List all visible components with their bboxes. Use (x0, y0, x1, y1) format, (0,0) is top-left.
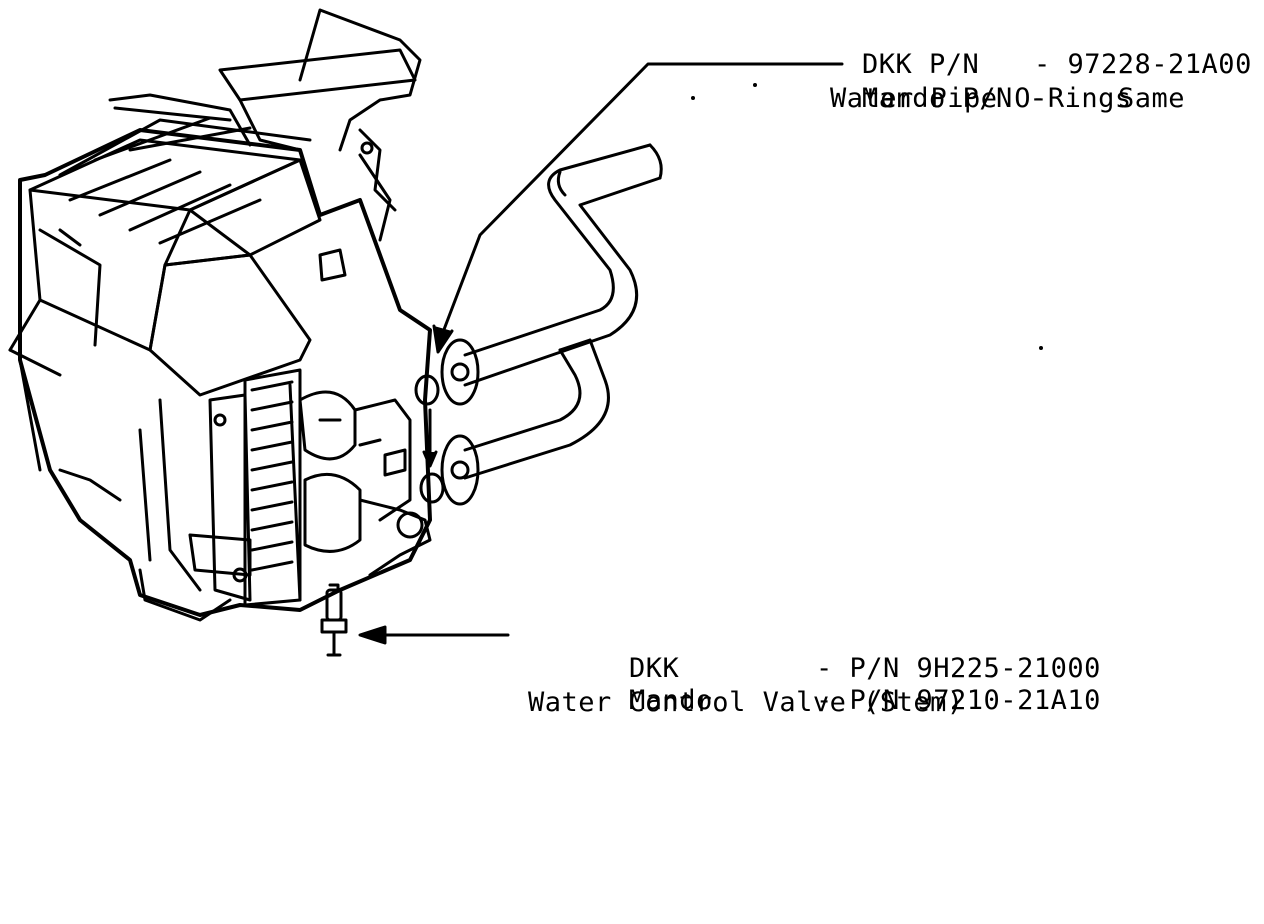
valve-stem (320, 583, 348, 657)
valve-stem-callout-title: Water Control Valve (Stem) (528, 687, 964, 718)
specks (691, 83, 1043, 350)
o-ring-mando-label: Mando P/N - (862, 83, 1047, 114)
heater-pipes (440, 143, 663, 506)
lower-o-ring (419, 472, 445, 504)
o-ring-callout: Water Pipe O-Rings DKK P/N - 97228-21A00… (830, 14, 1260, 124)
upper-bracket (108, 8, 422, 282)
valve-dkk-label: DKK (629, 653, 680, 684)
valve-mando-label: Mando (629, 685, 713, 716)
heater-housing (8, 116, 432, 622)
upper-o-ring (414, 374, 440, 406)
o-ring-dkk-value: - 97228-21A00 (1034, 49, 1252, 80)
valve-mando-value: - P/N 97210-21A10 (816, 685, 1101, 716)
o-ring-callout-title: Water Pipe O-Rings (830, 83, 1132, 114)
control-module (188, 368, 302, 607)
heater-assembly-drawing (8, 8, 1043, 657)
o-ring-dkk-label: DKK P/N (862, 49, 980, 80)
water-valve-body (298, 390, 432, 577)
heater-unit-diagram: Water Pipe O-Rings DKK P/N - 97228-21A00… (8, 8, 1260, 718)
o-rings (414, 374, 445, 504)
valve-stem-callout: Water Control Valve (Stem) DKK - P/N 9H2… (528, 618, 1128, 718)
valve-stem-arrow (358, 625, 510, 645)
valve-dkk-value: - P/N 9H225-21000 (816, 653, 1101, 684)
o-ring-leader (432, 62, 844, 354)
o-ring-mando-value: Same (1118, 83, 1186, 114)
